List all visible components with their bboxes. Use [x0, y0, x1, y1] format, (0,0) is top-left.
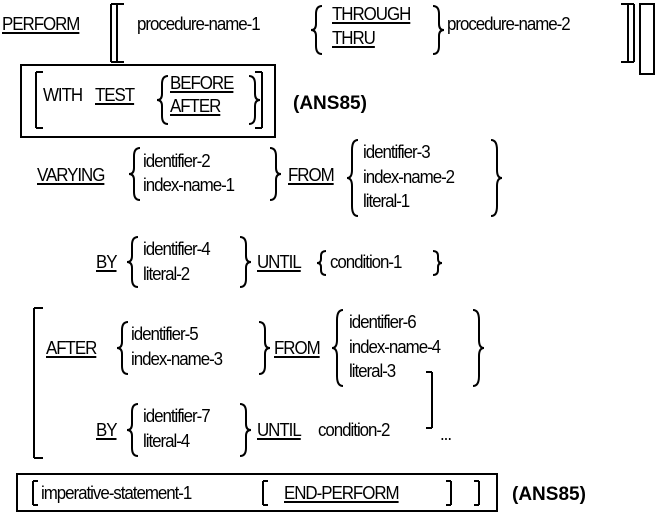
- bracket-right-box: [639, 3, 655, 75]
- brace-from1-close: [490, 139, 503, 217]
- brace-until1-open: [316, 250, 327, 276]
- brace-through-open: [310, 5, 323, 55]
- index-name-3: index-name-3: [131, 349, 223, 369]
- brace-through-close: [432, 5, 445, 55]
- brace-by1-close: [239, 236, 252, 288]
- brace-after-open: [116, 321, 129, 375]
- until-keyword-1: UNTIL: [257, 252, 302, 272]
- literal-1: literal-1: [363, 191, 410, 211]
- from-keyword-1: FROM: [288, 165, 335, 185]
- index-name-2: index-name-2: [363, 167, 455, 187]
- brace-from1-open: [346, 139, 359, 217]
- until-keyword-2: UNTIL: [257, 420, 302, 440]
- imperative-bracket-close: [474, 480, 480, 506]
- procedure-name-2: procedure-name-2: [447, 14, 571, 34]
- imperative-box: [16, 473, 498, 512]
- varying-keyword: VARYING: [37, 165, 105, 185]
- identifier-6: identifier-6: [349, 312, 417, 332]
- with-test-bracket-open: [35, 71, 43, 129]
- identifier-3: identifier-3: [363, 142, 431, 162]
- index-name-1: index-name-1: [143, 175, 235, 195]
- after-bracket-open: [33, 307, 43, 459]
- condition-1: condition-1: [330, 252, 402, 272]
- double-bracket-close: [621, 3, 635, 63]
- double-bracket-open: [110, 3, 124, 63]
- identifier-4: identifier-4: [143, 239, 211, 259]
- before-keyword: BEFORE: [170, 73, 234, 93]
- brace-by2-close: [239, 403, 252, 457]
- brace-by1-open: [126, 236, 139, 288]
- procedure-name-1: procedure-name-1: [137, 14, 261, 34]
- perform-keyword: PERFORM: [2, 14, 80, 34]
- by-keyword-2: BY: [96, 420, 118, 440]
- brace-from2-close: [472, 309, 485, 387]
- imperative-statement-1: imperative-statement-1: [41, 483, 192, 503]
- brace-before-close: [248, 75, 261, 125]
- end-perform-bracket-close: [446, 480, 452, 506]
- brace-until1-close: [432, 250, 443, 276]
- brace-after-close: [258, 321, 271, 375]
- index-name-4: index-name-4: [349, 337, 441, 357]
- end-perform-bracket-open: [262, 480, 268, 506]
- brace-varying-close: [269, 147, 282, 201]
- brace-by2-open: [126, 403, 139, 457]
- from-keyword-2: FROM: [274, 338, 321, 358]
- after-bracket-close: [426, 371, 433, 429]
- end-perform-keyword: END-PERFORM: [284, 483, 400, 503]
- literal-3: literal-3: [349, 361, 396, 381]
- condition-2: condition-2: [318, 420, 390, 440]
- imperative-bracket-open: [32, 480, 38, 506]
- after-keyword: AFTER: [170, 96, 221, 116]
- brace-varying-open: [128, 147, 141, 201]
- after-keyword-2: AFTER: [46, 338, 97, 358]
- with-test-box: [20, 64, 276, 138]
- literal-4: literal-4: [143, 431, 190, 451]
- identifier-7: identifier-7: [143, 406, 211, 426]
- by-keyword-1: BY: [96, 252, 118, 272]
- brace-from2-open: [331, 309, 344, 387]
- identifier-5: identifier-5: [131, 324, 199, 344]
- brace-before-open: [156, 75, 169, 125]
- ans85-label-2: (ANS85): [512, 484, 586, 505]
- with-test-bracket-close: [255, 71, 263, 129]
- ans85-label-1: (ANS85): [293, 93, 367, 114]
- ellipsis: ...: [440, 424, 452, 444]
- with-keyword: WITH: [43, 85, 83, 105]
- identifier-2: identifier-2: [143, 151, 211, 171]
- test-keyword: TEST: [95, 85, 135, 105]
- literal-2: literal-2: [143, 264, 190, 284]
- thru-keyword: THRU: [332, 28, 376, 48]
- through-keyword: THROUGH: [332, 4, 411, 24]
